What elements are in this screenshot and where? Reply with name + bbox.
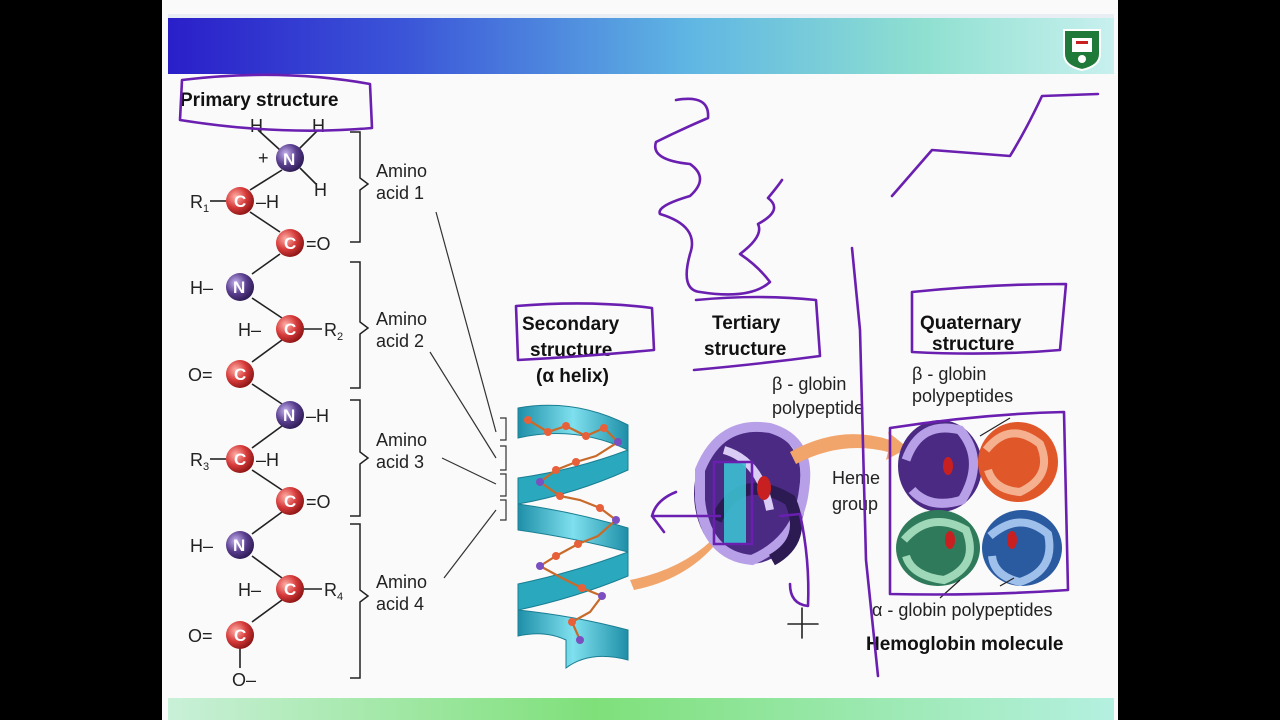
atom-dash-h: –H bbox=[256, 192, 279, 212]
alpha-globin-label: α - globin polypeptides bbox=[872, 600, 1053, 620]
beta-globin-polypeptide-line2: polypeptide bbox=[772, 398, 864, 418]
structure-labels: Primary structure Secondary structure (α… bbox=[180, 90, 1063, 655]
amino-acid-3-line1: Amino bbox=[376, 430, 427, 450]
protein-structure-diagram: H H + N H R 1 C –H C =O H– N H– C R 2 O= bbox=[178, 73, 1100, 690]
banner-top-strip bbox=[168, 14, 1114, 18]
slide-footer-bar bbox=[168, 698, 1114, 720]
plus-sign: + bbox=[258, 148, 269, 168]
handwritten-annotations bbox=[178, 73, 1100, 678]
atom-c-label: C bbox=[284, 320, 296, 339]
atom-c-label: C bbox=[284, 234, 296, 253]
r1-group: R bbox=[190, 192, 203, 212]
amino-acid-4-line1: Amino bbox=[376, 572, 427, 592]
beta-globin-polypeptide-line1: β - globin bbox=[772, 374, 846, 394]
atom-h-dash: H– bbox=[238, 580, 261, 600]
atom-h-dash: H– bbox=[238, 320, 261, 340]
primary-structure-title: Primary structure bbox=[180, 90, 338, 111]
amino-acid-labels: Amino acid 1 Amino acid 2 Amino acid 3 A… bbox=[376, 161, 427, 614]
leader-lines bbox=[429, 211, 507, 579]
amino-acid-3-line2: acid 3 bbox=[376, 452, 424, 472]
carboxyl-o-minus: O– bbox=[232, 670, 256, 690]
atom-double-bond-o: =O bbox=[306, 234, 331, 254]
secondary-title-line1: Secondary bbox=[522, 314, 620, 335]
atom-dash-h: –H bbox=[306, 406, 329, 426]
lecture-slide: H H + N H R 1 C –H C =O H– N H– C R 2 O= bbox=[162, 0, 1118, 720]
atom-h: H bbox=[312, 116, 325, 136]
tertiary-title-line2: structure bbox=[704, 339, 786, 360]
carbon-atom bbox=[226, 187, 254, 215]
atom-h-dash: H– bbox=[190, 278, 213, 298]
atom-n-label: N bbox=[233, 536, 245, 555]
atom-n-label: N bbox=[233, 278, 245, 297]
tertiary-globin-model bbox=[694, 421, 811, 566]
secondary-subtitle: (α helix) bbox=[536, 366, 609, 387]
hemoglobin-model bbox=[896, 417, 1062, 599]
r2-group: R bbox=[324, 320, 337, 340]
primary-structure-chain bbox=[239, 129, 319, 668]
carbon-atom bbox=[226, 621, 254, 649]
heme-group-line2: group bbox=[832, 494, 878, 514]
alpha-helix-ribbon bbox=[517, 404, 629, 669]
hemoglobin-molecule-label: Hemoglobin molecule bbox=[866, 634, 1063, 655]
r3-subscript: 3 bbox=[203, 461, 209, 473]
atom-n-label: N bbox=[283, 406, 295, 425]
nitrogen-atom bbox=[276, 144, 304, 172]
beta-globin-polypeptides-line2: polypeptides bbox=[912, 386, 1013, 406]
atom-c-label: C bbox=[234, 192, 246, 211]
quaternary-title-line1: Quaternary bbox=[920, 313, 1022, 334]
carbon-atom bbox=[276, 229, 304, 257]
heme-group-line1: Heme bbox=[832, 468, 880, 488]
carbon-atom bbox=[276, 487, 304, 515]
r3-group: R bbox=[190, 450, 203, 470]
amino-acid-4-line2: acid 4 bbox=[376, 594, 424, 614]
nitrogen-atom bbox=[276, 401, 304, 429]
atom-h: H bbox=[314, 180, 327, 200]
atom-n-label: N bbox=[283, 150, 295, 169]
amino-acid-2-line2: acid 2 bbox=[376, 331, 424, 351]
atom-o-double-bond: O= bbox=[188, 626, 213, 646]
r2-subscript: 2 bbox=[337, 331, 343, 343]
carbon-atom bbox=[276, 315, 304, 343]
atom-c-label: C bbox=[284, 580, 296, 599]
atom-c-label: C bbox=[284, 492, 296, 511]
carbon-atom bbox=[226, 360, 254, 388]
beta-globin-polypeptides-line1: β - globin bbox=[912, 364, 986, 384]
atom-c-label: C bbox=[234, 450, 246, 469]
quaternary-title-line2: structure bbox=[932, 334, 1014, 355]
atom-double-bond-o: =O bbox=[306, 492, 331, 512]
atom-h-dash: H– bbox=[190, 536, 213, 556]
r1-subscript: 1 bbox=[203, 203, 209, 215]
arrow-helix-to-tertiary bbox=[630, 528, 728, 590]
amino-acid-1-line2: acid 1 bbox=[376, 183, 424, 203]
university-logo-icon bbox=[1060, 26, 1104, 72]
arrow-tertiary-to-quaternary bbox=[790, 432, 908, 464]
r4-group: R bbox=[324, 580, 337, 600]
carbon-atom bbox=[276, 575, 304, 603]
r4-subscript: 4 bbox=[337, 591, 343, 603]
atom-c-label: C bbox=[234, 626, 246, 645]
nitrogen-atom bbox=[226, 531, 254, 559]
atom-dash-h: –H bbox=[256, 450, 279, 470]
carbon-atom bbox=[226, 445, 254, 473]
amino-acid-brackets bbox=[350, 131, 370, 679]
nitrogen-atom bbox=[226, 273, 254, 301]
amino-acid-2-line1: Amino bbox=[376, 309, 427, 329]
slide-header-banner bbox=[168, 18, 1114, 74]
atom-c-label: C bbox=[234, 365, 246, 384]
amino-acid-1-line1: Amino bbox=[376, 161, 427, 181]
tertiary-title-line1: Tertiary bbox=[712, 313, 781, 334]
primary-structure-atoms: H H + N H R 1 C –H C =O H– N H– C R 2 O= bbox=[188, 116, 343, 690]
atom-h: H bbox=[250, 116, 263, 136]
atom-o-double-bond: O= bbox=[188, 365, 213, 385]
